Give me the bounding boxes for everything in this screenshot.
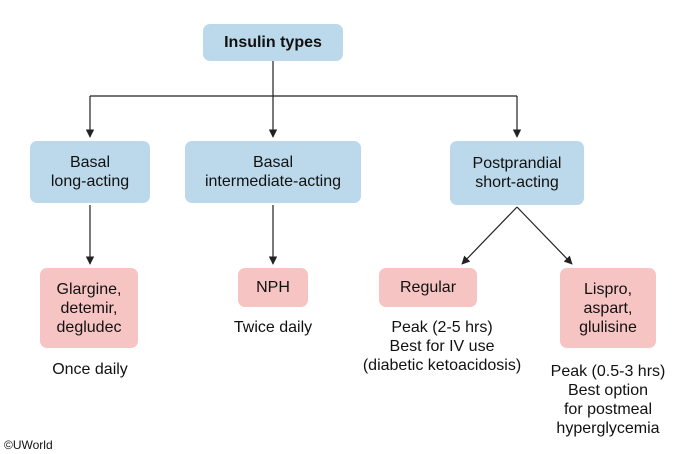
note-line: Peak (2-5 hrs) bbox=[391, 319, 493, 336]
category-node-postprandial-short-acting: Postprandial short-acting bbox=[450, 141, 584, 205]
category-node-basal-long-acting: Basal long-acting bbox=[30, 141, 150, 203]
drug-label-line: Regular bbox=[399, 279, 457, 296]
drug-label-line: NPH bbox=[256, 279, 290, 296]
note-line: (diabetic ketoacidosis) bbox=[362, 357, 522, 374]
drug-label-line: detemir, bbox=[60, 299, 118, 317]
root-label: Insulin types bbox=[224, 34, 322, 51]
drug-label-line: Glargine, bbox=[56, 280, 122, 298]
note-line: Peak (0.5-3 hrs) bbox=[550, 363, 666, 380]
drug-label-line: Lispro, bbox=[583, 280, 633, 298]
category-label-line: short-acting bbox=[475, 174, 559, 191]
note-regular-details: Peak (2-5 hrs) Best for IV use (diabetic… bbox=[362, 318, 522, 375]
drug-label-line: glulisine bbox=[579, 318, 637, 336]
note-line: Best option bbox=[567, 382, 649, 399]
note-line: for postmeal bbox=[563, 401, 653, 418]
note-lispro-details: Peak (0.5-3 hrs) Best option for postmea… bbox=[538, 362, 678, 438]
category-node-basal-intermediate-acting: Basal intermediate-acting bbox=[185, 141, 361, 203]
note-line: Best for IV use bbox=[389, 338, 495, 355]
note-line: Once daily bbox=[52, 361, 128, 378]
category-label-line: Basal bbox=[252, 154, 294, 171]
root-node-insulin-types: Insulin types bbox=[203, 24, 343, 61]
category-label-line: intermediate-acting bbox=[204, 173, 342, 190]
arrow-to-regular bbox=[461, 206, 518, 265]
copyright-label: ©UWorld bbox=[4, 438, 53, 452]
drug-node-glargine-detemir-degludec: Glargine, detemir, degludec bbox=[40, 268, 138, 348]
drug-node-lispro-aspart-glulisine: Lispro, aspart, glulisine bbox=[560, 268, 656, 348]
note-line: Twice daily bbox=[233, 319, 313, 336]
category-label-line: Basal bbox=[69, 154, 111, 171]
drug-label-line: aspart, bbox=[583, 299, 633, 317]
category-label-line: Postprandial bbox=[472, 155, 562, 172]
drug-node-nph: NPH bbox=[238, 268, 308, 307]
drug-node-regular: Regular bbox=[379, 268, 477, 307]
drug-label-line: degludec bbox=[56, 318, 122, 336]
category-label-line: long-acting bbox=[50, 173, 130, 190]
note-twice-daily: Twice daily bbox=[208, 318, 338, 337]
arrow-to-lispro-group bbox=[516, 206, 573, 265]
note-line: hyperglycemia bbox=[556, 420, 660, 437]
note-once-daily: Once daily bbox=[25, 360, 155, 379]
